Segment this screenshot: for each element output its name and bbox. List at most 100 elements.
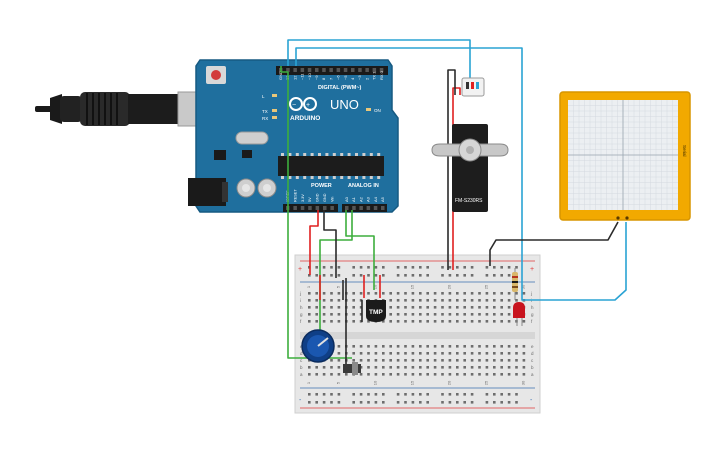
- digital-pin-label: RX 0: [379, 70, 384, 80]
- rx-led: [272, 116, 277, 119]
- analog-pin-label: A3: [366, 196, 371, 202]
- header-pin-hole[interactable]: [351, 68, 355, 72]
- digital-pin-label: 2: [364, 77, 369, 80]
- digital-pin-label: 4: [350, 77, 355, 80]
- breadboard-row-letter: h: [531, 305, 534, 310]
- breadboard-row-letter: i: [300, 298, 301, 303]
- crystal-oscillator: [235, 131, 269, 145]
- potentiometer[interactable]: [301, 329, 335, 363]
- digital-pin-label: ~5: [343, 75, 348, 80]
- usb-cable: [35, 91, 207, 127]
- breadboard-column-number: 20: [447, 284, 452, 289]
- header-pin-hole[interactable]: [307, 68, 312, 72]
- slide-switch[interactable]: [343, 362, 361, 375]
- breadboard-row-letter: d: [300, 351, 303, 356]
- wire-black-plotter-gnd: [489, 221, 619, 266]
- breadboard-column-number: 30: [521, 284, 526, 289]
- wire-blue-led: [295, 47, 528, 301]
- breadboard-row-letter: a: [300, 372, 303, 377]
- digital-pin-label: 12: [292, 75, 297, 80]
- arduino-logo-text: ARDUINO: [290, 115, 320, 122]
- header-pin-hole[interactable]: [352, 206, 356, 210]
- breadboard-row-letter: b: [300, 365, 303, 370]
- breadboard-row-letter: a: [531, 372, 534, 377]
- header-pin-hole[interactable]: [373, 206, 378, 210]
- header-pin-hole[interactable]: [366, 206, 371, 210]
- header-pin-hole[interactable]: [308, 206, 312, 210]
- breadboard-column-number: 25: [484, 380, 489, 385]
- wire-blue-servo-signal: [287, 39, 471, 95]
- serial-plotter: Serial: [559, 91, 691, 221]
- header-pin-hole[interactable]: [336, 68, 341, 72]
- header-pin-hole[interactable]: [286, 68, 290, 72]
- wires: [280, 39, 627, 368]
- header-pin-hole[interactable]: [315, 206, 320, 210]
- header-pin-hole[interactable]: [381, 206, 385, 210]
- power-pin-label: RESET: [293, 189, 297, 202]
- arduino-logo: − +: [289, 97, 317, 111]
- header-pin-hole[interactable]: [323, 206, 327, 210]
- l-led: [272, 94, 277, 97]
- header-pin-hole[interactable]: [345, 206, 349, 210]
- wire-black-gnd: [323, 210, 337, 278]
- header-pin-hole[interactable]: [315, 68, 319, 72]
- digital-pin-label: 8: [321, 77, 326, 80]
- wire-black-servo-gnd: [447, 69, 456, 270]
- digital-pin-label: 7: [328, 77, 333, 80]
- analog-pin-label: A4: [373, 196, 378, 202]
- breadboard-row-letter: f: [531, 319, 533, 324]
- analog-header-label: ANALOG IN: [348, 183, 379, 189]
- header-pin-hole[interactable]: [365, 68, 369, 72]
- rail-minus-bottom-right: -: [530, 397, 533, 404]
- header-pin-hole[interactable]: [372, 68, 377, 72]
- board-model-label: UNO: [330, 97, 359, 112]
- header-pin-hole[interactable]: [359, 206, 363, 210]
- breadboard-row-letter: h: [300, 305, 303, 310]
- tmp-label: TMP: [369, 309, 383, 316]
- power-pin-label: 3.3V: [301, 194, 305, 202]
- breadboard-row-letter: d: [531, 351, 534, 356]
- header-pin-hole[interactable]: [293, 68, 297, 72]
- analog-pin-label: A2: [358, 196, 363, 202]
- header-pin-hole[interactable]: [379, 68, 384, 72]
- rail-minus-bottom-left: -: [299, 397, 302, 404]
- on-led: [366, 108, 371, 111]
- wire-green-tmp: [345, 210, 375, 290]
- power-pin-label: Vin: [330, 197, 334, 202]
- digital-pin-label: TX 1: [372, 71, 377, 80]
- breadboard-row-letter: c: [531, 358, 534, 363]
- header-pin-hole[interactable]: [343, 68, 348, 72]
- breadboard-column-number: 10: [373, 284, 378, 289]
- atmega-microcontroller: [278, 156, 384, 176]
- digital-pin-label: ~3: [357, 75, 362, 80]
- digital-pin-label: ~9: [314, 75, 319, 80]
- breadboard-row-letter: g: [300, 312, 303, 317]
- analog-pin-label: A5: [380, 196, 385, 202]
- digital-header-label: DIGITAL (PWM~): [318, 85, 362, 91]
- voltage-regulator: [214, 150, 226, 160]
- resistor: [512, 268, 518, 300]
- breadboard-row-letter: c: [300, 358, 303, 363]
- breadboard-row-letter: j: [299, 291, 301, 296]
- breadboard-row-letter: b: [531, 365, 534, 370]
- header-pin-hole[interactable]: [358, 68, 362, 72]
- analog-pin-label: A0: [344, 196, 349, 202]
- wire-blue-plotter: [528, 222, 627, 301]
- digital-pin-label: ~10: [307, 72, 312, 80]
- rail-plus-top-right: +: [530, 266, 534, 273]
- breadboard-column-number: 15: [410, 380, 415, 385]
- header-pin-hole[interactable]: [322, 68, 326, 72]
- power-pin-label: GND: [323, 193, 327, 202]
- header-pin-hole[interactable]: [330, 206, 334, 210]
- power-header-label: POWER: [311, 183, 332, 189]
- breadboard-column-number: 5: [336, 285, 341, 288]
- header-pin-hole[interactable]: [329, 68, 333, 72]
- rail-plus-top-left: +: [298, 266, 302, 273]
- digital-pin-label: ~11: [300, 73, 305, 80]
- on-label: ON: [374, 108, 381, 113]
- svg-text:+: +: [306, 102, 310, 109]
- rx-label: RX: [262, 116, 268, 121]
- header-pin-hole[interactable]: [300, 68, 305, 72]
- header-pin-hole[interactable]: [300, 206, 305, 210]
- header-pin-hole[interactable]: [293, 206, 297, 210]
